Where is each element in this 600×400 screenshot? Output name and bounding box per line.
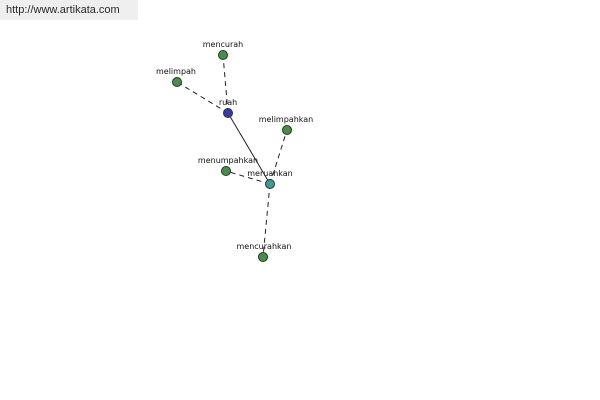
edge-meruahkan-mencurahkan xyxy=(262,183,271,258)
node-circle-ruah[interactable] xyxy=(223,108,233,118)
node-circle-mencurah[interactable] xyxy=(218,50,228,60)
node-melimpahkan[interactable]: melimpahkan xyxy=(259,115,313,135)
nodes-layer: ruah mencurah melimpah meruahkan melimpahkan… xyxy=(156,40,313,262)
edge-ruah-meruahkan xyxy=(227,112,271,185)
node-label-menumpahkan: menumpahkan xyxy=(198,156,258,165)
node-label-melimpah: melimpah xyxy=(156,67,196,76)
node-circle-mencurahkan[interactable] xyxy=(258,252,268,262)
node-mencurahkan[interactable]: mencurahkan xyxy=(237,242,292,262)
node-label-mencurahkan: mencurahkan xyxy=(237,242,292,251)
edge-meruahkan-melimpahkan xyxy=(269,129,288,185)
node-label-melimpahkan: melimpahkan xyxy=(259,115,313,124)
node-circle-menumpahkan[interactable] xyxy=(221,166,231,176)
node-label-ruah: ruah xyxy=(219,98,237,107)
edge-ruah-mencurah xyxy=(222,54,229,114)
node-mencurah[interactable]: mencurah xyxy=(203,40,244,60)
node-circle-melimpahkan[interactable] xyxy=(282,125,292,135)
node-menumpahkan[interactable]: menumpahkan xyxy=(198,156,258,176)
edge-meruahkan-menumpahkan xyxy=(225,170,271,185)
node-label-mencurah: mencurah xyxy=(203,40,244,49)
source-url-banner[interactable]: http://www.artikata.com xyxy=(0,0,138,20)
node-meruahkan[interactable]: meruahkan xyxy=(247,169,293,189)
node-label-meruahkan: meruahkan xyxy=(247,169,293,178)
edge-ruah-melimpah xyxy=(176,81,229,114)
node-circle-melimpah[interactable] xyxy=(172,77,182,87)
node-circle-meruahkan[interactable] xyxy=(265,179,275,189)
node-ruah[interactable]: ruah xyxy=(219,98,237,118)
node-melimpah[interactable]: melimpah xyxy=(156,67,196,87)
edges-layer xyxy=(176,54,288,258)
